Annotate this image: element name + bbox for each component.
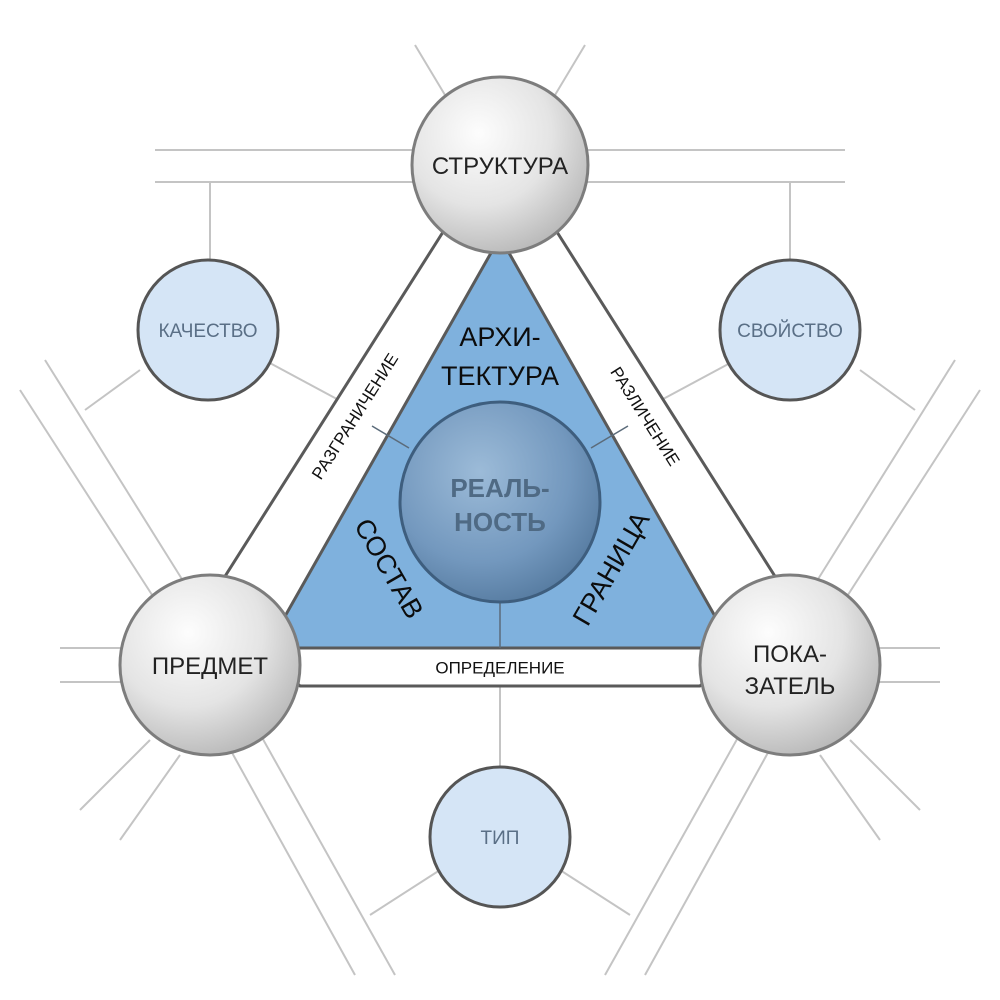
aspect-label-bottom: ТИП xyxy=(481,828,520,849)
node-label-left: ПРЕДМЕТ xyxy=(152,653,269,680)
node-label-right-line1: ПОКА- xyxy=(753,641,827,668)
aspect-circle-bottom xyxy=(428,765,572,909)
band-label-bottom: ОПРЕДЕЛЕНИЕ xyxy=(435,658,564,677)
aspect-label-upper-right: СВОЙСТВО xyxy=(737,320,843,342)
aspect-circle-upper-left xyxy=(136,258,280,402)
node-circle-right xyxy=(698,573,882,757)
aspect-label-upper-left: КАЧЕСТВО xyxy=(158,321,257,342)
node-circle-left xyxy=(118,573,302,757)
background-lines xyxy=(19,44,981,976)
core-circle xyxy=(398,400,602,604)
node-label-right-line2: ЗАТЕЛЬ xyxy=(745,673,836,700)
core-label-line2: НОСТЬ xyxy=(454,507,546,537)
aspect-bottom: ТИП xyxy=(428,765,572,909)
face-label-top-line1: АРХИ- xyxy=(459,322,540,352)
face-label-top-line2: ТЕКТУРА xyxy=(441,361,559,391)
core-connectors xyxy=(371,425,629,648)
aspect-upper-right: СВОЙСТВО xyxy=(718,258,862,402)
node-left: ПРЕДМЕТ xyxy=(118,573,302,757)
node-top: СТРУКТУРА xyxy=(410,75,590,255)
core-label-line1: РЕАЛЬ- xyxy=(450,473,549,503)
aspect-upper-left: КАЧЕСТВО xyxy=(136,258,280,402)
aspect-circle-upper-right xyxy=(718,258,862,402)
node-circle-top xyxy=(410,75,590,255)
node-label-top: СТРУКТУРА xyxy=(432,153,568,180)
node-right: ПОКА- ЗАТЕЛЬ xyxy=(698,573,882,757)
